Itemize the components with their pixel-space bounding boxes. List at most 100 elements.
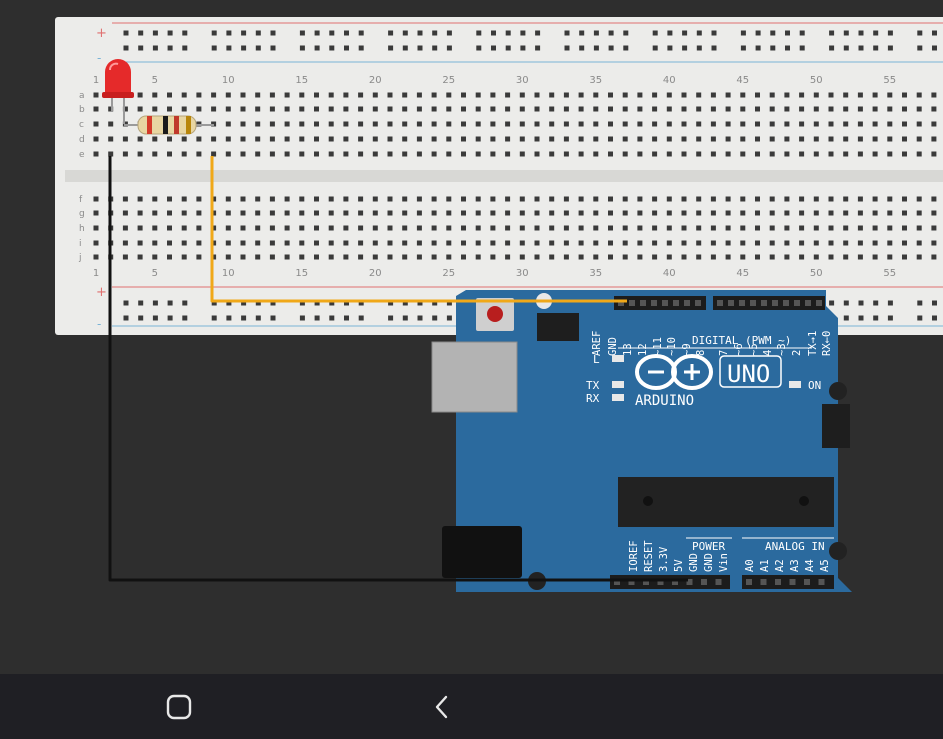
breadboard-hole[interactable]	[887, 254, 893, 260]
breadboard-hole[interactable]	[872, 106, 878, 112]
breadboard-hole[interactable]	[652, 254, 658, 260]
breadboard-hole[interactable]	[902, 151, 907, 157]
breadboard-hole[interactable]	[637, 210, 643, 216]
rail-hole[interactable]	[182, 30, 188, 36]
rail-hole[interactable]	[446, 300, 452, 306]
breadboard-hole[interactable]	[784, 106, 790, 112]
rail-hole[interactable]	[535, 30, 541, 36]
breadboard-hole[interactable]	[710, 254, 716, 260]
breadboard-hole[interactable]	[402, 210, 408, 216]
header-pin[interactable]	[662, 300, 668, 306]
breadboard-hole[interactable]	[343, 151, 349, 157]
breadboard-hole[interactable]	[725, 196, 731, 202]
breadboard-hole[interactable]	[152, 225, 158, 231]
breadboard-hole[interactable]	[857, 136, 863, 142]
header-pin[interactable]	[761, 300, 767, 306]
breadboard-hole[interactable]	[446, 225, 452, 231]
breadboard-hole[interactable]	[784, 136, 790, 142]
rail-hole[interactable]	[858, 45, 864, 51]
breadboard-hole[interactable]	[269, 210, 275, 216]
breadboard-hole[interactable]	[710, 121, 716, 127]
breadboard-hole[interactable]	[211, 136, 217, 142]
breadboard-hole[interactable]	[593, 121, 599, 127]
breadboard-hole[interactable]	[196, 210, 202, 216]
breadboard-hole[interactable]	[593, 240, 599, 246]
rail-hole[interactable]	[932, 30, 937, 36]
breadboard-hole[interactable]	[902, 240, 907, 246]
breadboard-hole[interactable]	[755, 240, 760, 246]
breadboard-hole[interactable]	[475, 106, 481, 112]
breadboard-hole[interactable]	[652, 225, 658, 231]
rail-hole[interactable]	[123, 315, 129, 321]
breadboard-hole[interactable]	[358, 225, 364, 231]
header-pin[interactable]	[657, 579, 664, 585]
breadboard-hole[interactable]	[211, 225, 217, 231]
breadboard-hole[interactable]	[608, 136, 613, 142]
breadboard-hole[interactable]	[608, 151, 613, 157]
breadboard-hole[interactable]	[255, 225, 261, 231]
breadboard-hole[interactable]	[666, 136, 672, 142]
breadboard-hole[interactable]	[755, 136, 760, 142]
rail-hole[interactable]	[344, 45, 349, 51]
breadboard-hole[interactable]	[666, 92, 672, 98]
rail-hole[interactable]	[211, 315, 217, 321]
breadboard-hole[interactable]	[725, 225, 731, 231]
breadboard-hole[interactable]	[402, 121, 408, 127]
breadboard-hole[interactable]	[446, 136, 452, 142]
rail-hole[interactable]	[241, 45, 247, 51]
breadboard-hole[interactable]	[284, 151, 290, 157]
breadboard-hole[interactable]	[902, 136, 907, 142]
breadboard-hole[interactable]	[475, 225, 481, 231]
breadboard-hole[interactable]	[372, 121, 378, 127]
breadboard-hole[interactable]	[622, 196, 628, 202]
breadboard-hole[interactable]	[755, 106, 760, 112]
breadboard-hole[interactable]	[916, 92, 922, 98]
breadboard-hole[interactable]	[578, 136, 584, 142]
breadboard-hole[interactable]	[813, 151, 819, 157]
breadboard-hole[interactable]	[387, 240, 393, 246]
rail-hole[interactable]	[446, 315, 452, 321]
recents-square-icon[interactable]	[164, 692, 194, 722]
rail-hole[interactable]	[314, 45, 320, 51]
breadboard-hole[interactable]	[505, 92, 511, 98]
rail-hole[interactable]	[843, 45, 849, 51]
breadboard-hole[interactable]	[137, 92, 143, 98]
breadboard-hole[interactable]	[328, 121, 334, 127]
rail-hole[interactable]	[226, 300, 232, 306]
breadboard-hole[interactable]	[122, 240, 128, 246]
breadboard-hole[interactable]	[240, 225, 246, 231]
header-pin[interactable]	[618, 300, 624, 306]
breadboard-hole[interactable]	[372, 92, 378, 98]
breadboard-hole[interactable]	[622, 151, 628, 157]
breadboard-hole[interactable]	[872, 92, 878, 98]
breadboard-hole[interactable]	[196, 254, 202, 260]
rail-hole[interactable]	[211, 45, 217, 51]
rail-hole[interactable]	[873, 315, 879, 321]
rail-hole[interactable]	[344, 30, 349, 36]
breadboard-hole[interactable]	[284, 240, 290, 246]
breadboard-hole[interactable]	[372, 210, 378, 216]
breadboard-hole[interactable]	[681, 151, 687, 157]
rail-hole[interactable]	[329, 300, 335, 306]
breadboard-hole[interactable]	[696, 240, 702, 246]
rail-hole[interactable]	[799, 30, 805, 36]
breadboard-hole[interactable]	[299, 136, 305, 142]
breadboard-hole[interactable]	[416, 254, 422, 260]
rail-hole[interactable]	[329, 30, 335, 36]
breadboard-hole[interactable]	[343, 92, 349, 98]
breadboard-hole[interactable]	[843, 92, 849, 98]
rail-hole[interactable]	[755, 45, 761, 51]
breadboard-hole[interactable]	[872, 196, 878, 202]
breadboard-hole[interactable]	[225, 196, 231, 202]
breadboard-hole[interactable]	[755, 196, 760, 202]
breadboard-hole[interactable]	[799, 196, 805, 202]
breadboard-hole[interactable]	[857, 225, 863, 231]
breadboard-hole[interactable]	[696, 106, 702, 112]
breadboard-hole[interactable]	[681, 121, 687, 127]
breadboard-hole[interactable]	[725, 136, 731, 142]
breadboard-hole[interactable]	[549, 240, 555, 246]
breadboard-hole[interactable]	[652, 151, 658, 157]
breadboard-hole[interactable]	[431, 136, 437, 142]
breadboard-hole[interactable]	[240, 136, 246, 142]
breadboard-hole[interactable]	[416, 210, 422, 216]
